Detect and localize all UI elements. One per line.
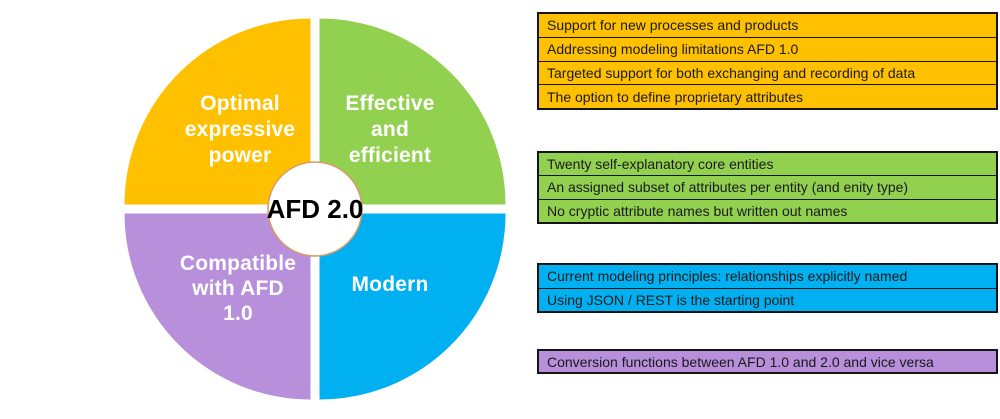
list-item: Using JSON / REST is the starting point bbox=[539, 287, 996, 311]
segment-label-effective-and-efficient: Effective and efficient bbox=[302, 91, 478, 169]
pie-segment-effective-and-efficient bbox=[319, 18, 506, 205]
list-item: An assigned subset of attributes per ent… bbox=[539, 175, 996, 199]
segment-label-line: with AFD bbox=[192, 277, 284, 300]
list-item: Addressing modeling limitations AFD 1.0 bbox=[539, 36, 996, 61]
segment-label-line: Effective bbox=[345, 92, 435, 115]
list-item: Support for new processes and products bbox=[539, 14, 996, 37]
panel-compatible-with-afd-1-0: Conversion functions between AFD 1.0 and… bbox=[537, 349, 998, 374]
list-item: Conversion functions between AFD 1.0 and… bbox=[539, 351, 996, 372]
segment-label-modern: Modern bbox=[302, 272, 478, 298]
segment-label-line: Modern bbox=[351, 273, 429, 296]
list-item: Current modeling principles: relationshi… bbox=[539, 265, 996, 288]
pie-segment-compatible-with-afd-1-0 bbox=[124, 213, 311, 400]
list-item: No cryptic attribute names but written o… bbox=[539, 198, 996, 222]
segment-label-line: expressive bbox=[184, 118, 296, 141]
panel-optimal-expressive-power: Support for new processes and products A… bbox=[537, 12, 998, 110]
pie-segment-optimal-expressive-power bbox=[124, 18, 311, 205]
segment-label-line: Optimal bbox=[200, 92, 280, 115]
pie-center-label: AFD 2.0 bbox=[266, 194, 364, 224]
list-item: Twenty self-explanatory core entities bbox=[539, 153, 996, 176]
list-item: The option to define proprietary attribu… bbox=[539, 84, 996, 108]
list-item: Targeted support for both exchanging and… bbox=[539, 60, 996, 85]
segment-label-line: and bbox=[371, 118, 409, 141]
pie-segment-modern bbox=[319, 213, 506, 400]
panel-effective-and-efficient: Twenty self-explanatory core entities An… bbox=[537, 151, 998, 224]
segment-label-compatible-with-afd-1-0: Compatible with AFD 1.0 bbox=[148, 251, 328, 326]
segment-label-line: power bbox=[208, 144, 272, 167]
segment-label-optimal-expressive-power: Optimal expressive power bbox=[150, 91, 330, 169]
segment-label-line: 1.0 bbox=[223, 302, 253, 325]
segment-label-line: efficient bbox=[348, 144, 432, 167]
panel-modern: Current modeling principles: relationshi… bbox=[537, 263, 998, 313]
segment-label-line: Compatible bbox=[179, 252, 297, 275]
